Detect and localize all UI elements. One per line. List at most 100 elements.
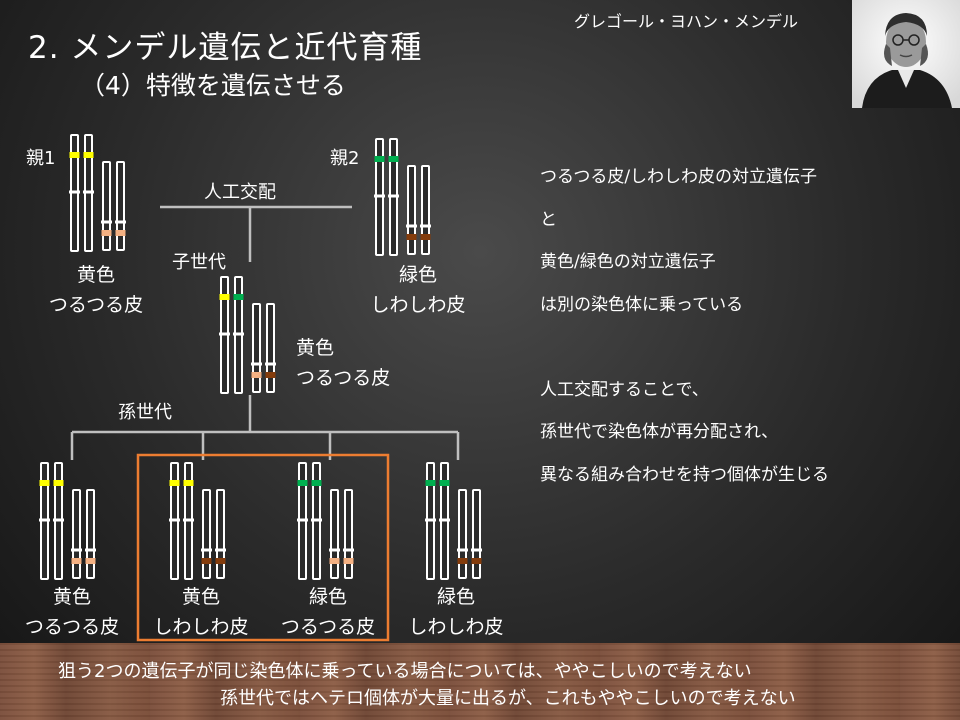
grandchild-3-traits: 緑色 つるつる皮 xyxy=(268,582,388,642)
parent2-skin-trait: しわしわ皮 xyxy=(370,294,466,316)
grandchild-4-traits: 緑色 しわしわ皮 xyxy=(396,582,516,642)
wood-grain-overlay xyxy=(0,643,960,720)
child-skin-trait: つるつる皮 xyxy=(296,367,391,389)
gene-band xyxy=(251,372,262,378)
child-traits: 黄色 つるつる皮 xyxy=(296,333,390,393)
parent2-label: 親2 xyxy=(330,148,360,169)
gene-band xyxy=(406,234,417,240)
grandchild-4-skin: しわしわ皮 xyxy=(408,616,504,638)
grandchild-2-chromosomes-color-chromosome-a xyxy=(169,462,180,580)
info-line: つるつる皮/しわしわ皮の対立遺伝子 xyxy=(540,167,818,187)
parent2-chromosomes-skin-chromosome-b xyxy=(420,165,431,255)
gene-band xyxy=(233,294,244,300)
gene-band xyxy=(215,558,226,564)
grandchild-1-chromosomes-skin-chromosome-b xyxy=(85,489,96,579)
gene-band xyxy=(83,152,94,158)
grandchild-1-chromosomes-color-chromosome-a xyxy=(39,462,50,580)
grandchild-3-chromosomes-color-chromosome-a xyxy=(297,462,308,580)
grandchild-1-skin: つるつる皮 xyxy=(24,616,120,638)
gene-band xyxy=(85,558,96,564)
grandchild-4-chromosomes-color-chromosome-b xyxy=(439,462,450,580)
grandchild-4-chromosomes-color-chromosome-a xyxy=(425,462,436,580)
child-chromosomes-skin-chromosome-a xyxy=(251,303,262,393)
grandchild-2-chromosomes-color-chromosome-b xyxy=(183,462,194,580)
info-line xyxy=(540,326,829,369)
gene-band xyxy=(329,558,340,564)
grandchild-2-color: 黄色 xyxy=(181,586,220,608)
child-chromosomes-color-chromosome-a xyxy=(219,276,230,394)
parent1-chromosomes-skin-chromosome-b xyxy=(115,161,126,251)
grandchild-4-color: 緑色 xyxy=(436,586,475,608)
info-line: 黄色/緑色の対立遺伝子 xyxy=(540,252,716,272)
gene-band xyxy=(439,480,450,486)
gene-band xyxy=(471,558,482,564)
gene-band xyxy=(101,230,112,236)
slide-subtitle: （4）特徴を遺伝させる xyxy=(80,71,346,100)
grandchild-1-traits: 黄色 つるつる皮 xyxy=(12,582,132,642)
parent2-color-trait: 緑色 xyxy=(398,264,437,286)
gene-band xyxy=(69,152,80,158)
gene-band xyxy=(343,558,354,564)
info-line: 人工交配することで、 xyxy=(540,379,709,400)
info-line: 孫世代で染色体が再分配され、 xyxy=(540,422,779,442)
gene-band xyxy=(219,294,230,300)
gene-band xyxy=(388,156,399,162)
grandchild-4-chromosomes-skin-chromosome-a xyxy=(457,489,468,579)
gene-band xyxy=(420,234,431,240)
parent1-traits: 黄色 つるつる皮 xyxy=(36,260,156,320)
parent1-label: 親1 xyxy=(26,148,56,169)
slide-title: 2. メンデル遺伝と近代育種 xyxy=(28,30,423,66)
recombinant-highlight-box xyxy=(136,453,390,642)
explanation-text: つるつる皮/しわしわ皮の対立遺伝子 と 黄色/緑色の対立遺伝子 は別の染色体に乗… xyxy=(540,156,829,496)
parent1-chromosomes-color-chromosome-b xyxy=(83,134,94,252)
grandchild-3-skin: つるつる皮 xyxy=(280,616,376,638)
gene-band xyxy=(201,558,212,564)
child-chromosomes-skin-chromosome-b xyxy=(265,303,276,393)
parent2-traits: 緑色 しわしわ皮 xyxy=(358,260,478,320)
gene-band xyxy=(297,480,308,486)
grandchild-2-chromosomes xyxy=(169,462,226,580)
grandchild-2-traits: 黄色 しわしわ皮 xyxy=(141,582,261,642)
grandchild-generation-label: 孫世代 xyxy=(118,402,172,423)
child-chromosomes xyxy=(219,276,276,394)
grandchild-1-chromosomes-skin-chromosome-a xyxy=(71,489,82,579)
grandchild-4-chromosomes-skin-chromosome-b xyxy=(471,489,482,579)
parent2-chromosomes-skin-chromosome-a xyxy=(406,165,417,255)
gene-band xyxy=(374,156,385,162)
mendel-portrait xyxy=(852,0,960,108)
grandchild-3-chromosomes xyxy=(297,462,354,580)
gene-band xyxy=(169,480,180,486)
grandchild-3-chromosomes-skin-chromosome-b xyxy=(343,489,354,579)
grandchild-1-color: 黄色 xyxy=(52,586,91,608)
footnote-2: 孫世代ではヘテロ個体が大量に出るが、これもややこしいので考えない xyxy=(220,688,796,709)
footnote-1: 狙う2つの遺伝子が同じ染色体に乗っている場合については、ややこしいので考えない xyxy=(58,661,752,682)
parent2-chromosomes-color-chromosome-b xyxy=(388,138,399,256)
gene-band xyxy=(115,230,126,236)
gene-band xyxy=(457,558,468,564)
info-line: は別の染色体に乗っている xyxy=(540,294,744,315)
child-color-trait: 黄色 xyxy=(296,337,335,359)
info-line: 異なる組み合わせを持つ個体が生じる xyxy=(540,464,829,485)
gene-band xyxy=(265,372,276,378)
grandchild-2-chromosomes-skin-chromosome-a xyxy=(201,489,212,579)
cross-label: 人工交配 xyxy=(204,182,276,203)
gene-band xyxy=(39,480,50,486)
grandchild-3-chromosomes-color-chromosome-b xyxy=(311,462,322,580)
grandchild-4-chromosomes xyxy=(425,462,482,580)
parent1-color-trait: 黄色 xyxy=(76,264,115,286)
parent2-chromosomes-color-chromosome-a xyxy=(374,138,385,256)
parent1-chromosomes xyxy=(69,134,126,252)
grandchild-3-color: 緑色 xyxy=(308,586,347,608)
parent1-chromosomes-color-chromosome-a xyxy=(69,134,80,252)
parent1-chromosomes-skin-chromosome-a xyxy=(101,161,112,251)
portrait-caption: グレゴール・ヨハン・メンデル xyxy=(574,12,799,31)
gene-band xyxy=(311,480,322,486)
gene-band xyxy=(425,480,436,486)
parent2-chromosomes xyxy=(374,138,431,256)
grandchild-3-chromosomes-skin-chromosome-a xyxy=(329,489,340,579)
grandchild-1-chromosomes xyxy=(39,462,96,580)
gene-band xyxy=(183,480,194,486)
grandchild-1-chromosomes-color-chromosome-b xyxy=(53,462,64,580)
child-chromosomes-color-chromosome-b xyxy=(233,276,244,394)
